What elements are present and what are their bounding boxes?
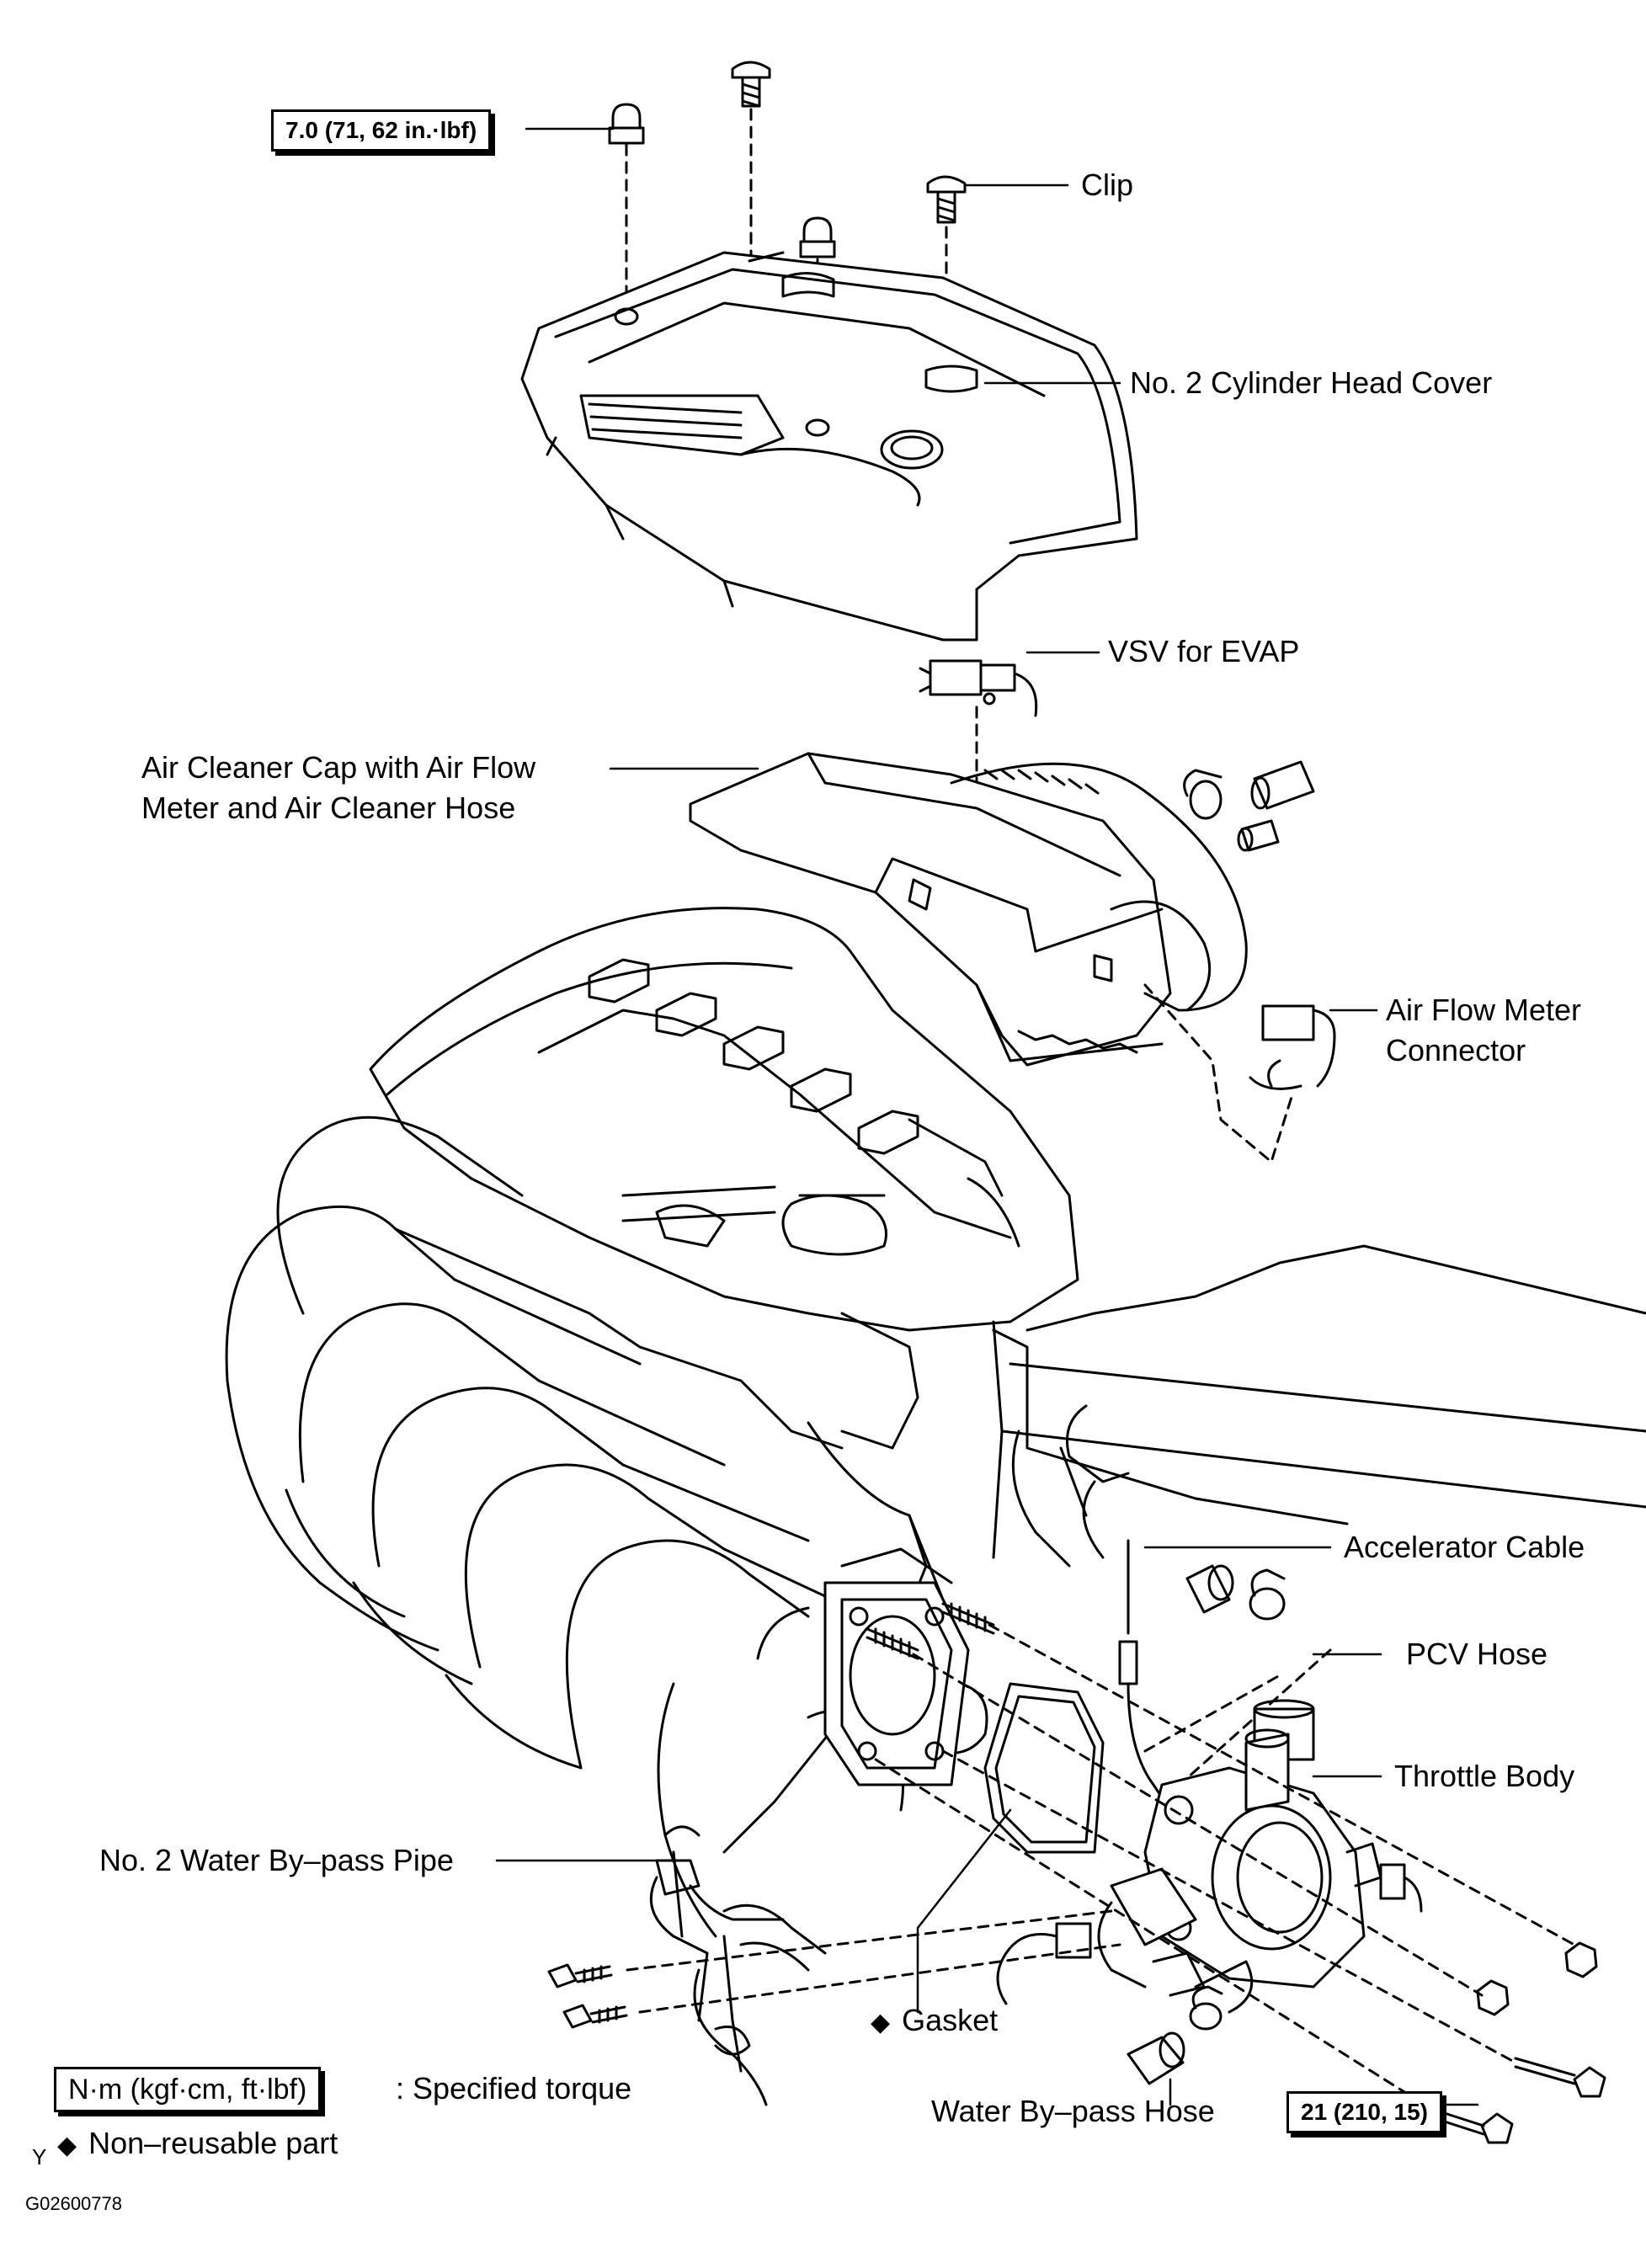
engine-assembly — [225, 907, 1646, 1938]
legend-nonreusable-text: Non–reusable part — [88, 2126, 338, 2160]
label-water-bypass-pipe: No. 2 Water By–pass Pipe — [99, 1843, 454, 1877]
label-gasket: ◆ Gasket — [871, 2002, 998, 2042]
hose-clamp-upper — [1183, 769, 1223, 820]
bolt-pipe-upper — [547, 1963, 613, 1988]
cover-nut-left — [608, 103, 645, 145]
label-air-cleaner-cap-1: Air Cleaner Cap with Air Flow — [141, 750, 536, 785]
label-water-bypass-hose: Water By–pass Hose — [931, 2094, 1215, 2128]
label-accelerator-cable: Accelerator Cable — [1344, 1530, 1585, 1564]
air-flow-meter-connector — [1249, 1004, 1336, 1090]
figure-id: G02600778 — [25, 2193, 122, 2214]
torque-spec-top: 7.0 (71, 62 in.·lbf) — [271, 109, 492, 152]
tps-connector — [1379, 1863, 1423, 1913]
hose-clamp-bottom — [1189, 1985, 1223, 2031]
label-cylinder-head-cover: No. 2 Cylinder Head Cover — [1130, 365, 1493, 400]
label-vsv-evap: VSV for EVAP — [1108, 634, 1300, 668]
label-gasket-text: Gasket — [902, 2003, 999, 2037]
clip — [926, 175, 967, 224]
nonreusable-diamond-icon: ◆ — [871, 2009, 891, 2036]
label-leaders — [495, 127, 1479, 2106]
label-afm-connector-1: Air Flow Meter — [1386, 993, 1582, 1027]
label-pcv-hose: PCV Hose — [1406, 1637, 1548, 1671]
cover-nut-center — [799, 216, 836, 258]
legend-corner-mark: Y — [32, 2144, 47, 2170]
bolt-pipe-lower — [562, 2004, 628, 2029]
nut-right-1 — [1564, 1941, 1598, 1978]
label-air-cleaner-cap-2: Meter and Air Cleaner Hose — [141, 791, 516, 825]
stud-bolts — [866, 1602, 995, 1660]
legend-nonreusable: ◆ Non–reusable part — [57, 2125, 338, 2164]
nonreusable-legend-diamond-icon: ◆ — [57, 2132, 77, 2159]
alignment-leaders — [626, 1623, 1576, 2111]
vsv-evap — [919, 659, 1038, 717]
intake-flange — [823, 1581, 970, 1786]
torque-spec-bottom: 21 (210, 15) — [1286, 2091, 1442, 2133]
afm-connector-leader — [1143, 983, 1294, 1163]
water-bypass-pipe — [649, 1825, 827, 2106]
label-afm-connector-2: Connector — [1386, 1033, 1526, 1067]
cover-bolt-top — [731, 61, 771, 108]
pcv-hose-small — [1185, 1564, 1234, 1614]
cylinder-head-cover — [520, 251, 1138, 642]
bolt-right-torque — [1430, 2107, 1514, 2144]
gasket — [983, 1682, 1105, 1854]
hose-pieces-upper — [1237, 760, 1315, 852]
water-bypass-hose — [1127, 2031, 1185, 2085]
throttle-body — [1097, 1728, 1382, 2014]
air-cleaner-cap — [689, 752, 1248, 1067]
label-clip: Clip — [1081, 168, 1134, 202]
iac-connector — [996, 1922, 1092, 2005]
accelerator-cable-leader — [1169, 1648, 1332, 1795]
nut-right-2 — [1476, 1979, 1510, 2016]
hose-clamp-lower — [1249, 1568, 1286, 1621]
bolt-right-long — [1514, 2057, 1606, 2098]
label-throttle-body: Throttle Body — [1394, 1759, 1575, 1793]
legend-torque-desc: : Specified torque — [396, 2071, 632, 2106]
legend-torque-units: N·m (kgf·cm, ft·lbf) — [54, 2067, 322, 2112]
